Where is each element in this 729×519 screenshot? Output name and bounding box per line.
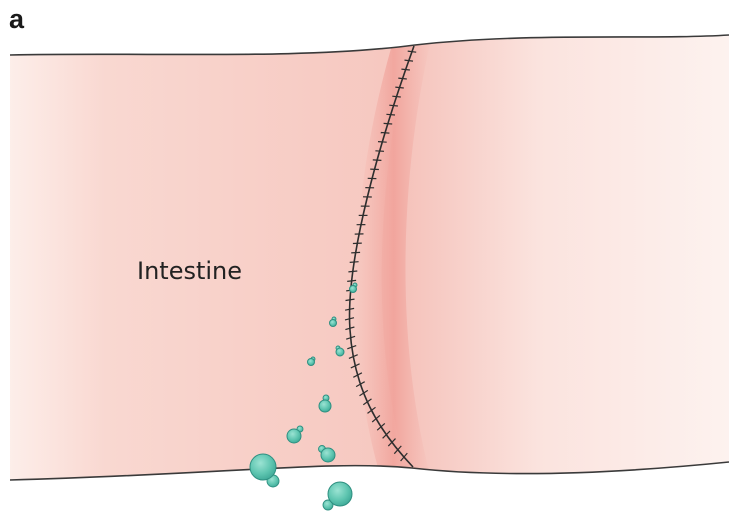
suture-stitch xyxy=(389,105,398,106)
bacterium xyxy=(323,482,352,510)
intestine-label: Intestine xyxy=(137,257,242,285)
suture-stitch xyxy=(350,262,359,263)
suture-stitch xyxy=(381,133,390,134)
suture-stitch xyxy=(386,114,395,115)
suture-stitch xyxy=(392,96,401,97)
suture-stitch xyxy=(375,151,384,152)
suture-stitch xyxy=(373,160,382,161)
right-intestine-segment xyxy=(382,30,729,490)
panel-label: a xyxy=(9,4,25,34)
suture-stitch xyxy=(384,123,393,124)
suture-stitch xyxy=(378,142,387,143)
suture-stitch xyxy=(351,252,360,253)
